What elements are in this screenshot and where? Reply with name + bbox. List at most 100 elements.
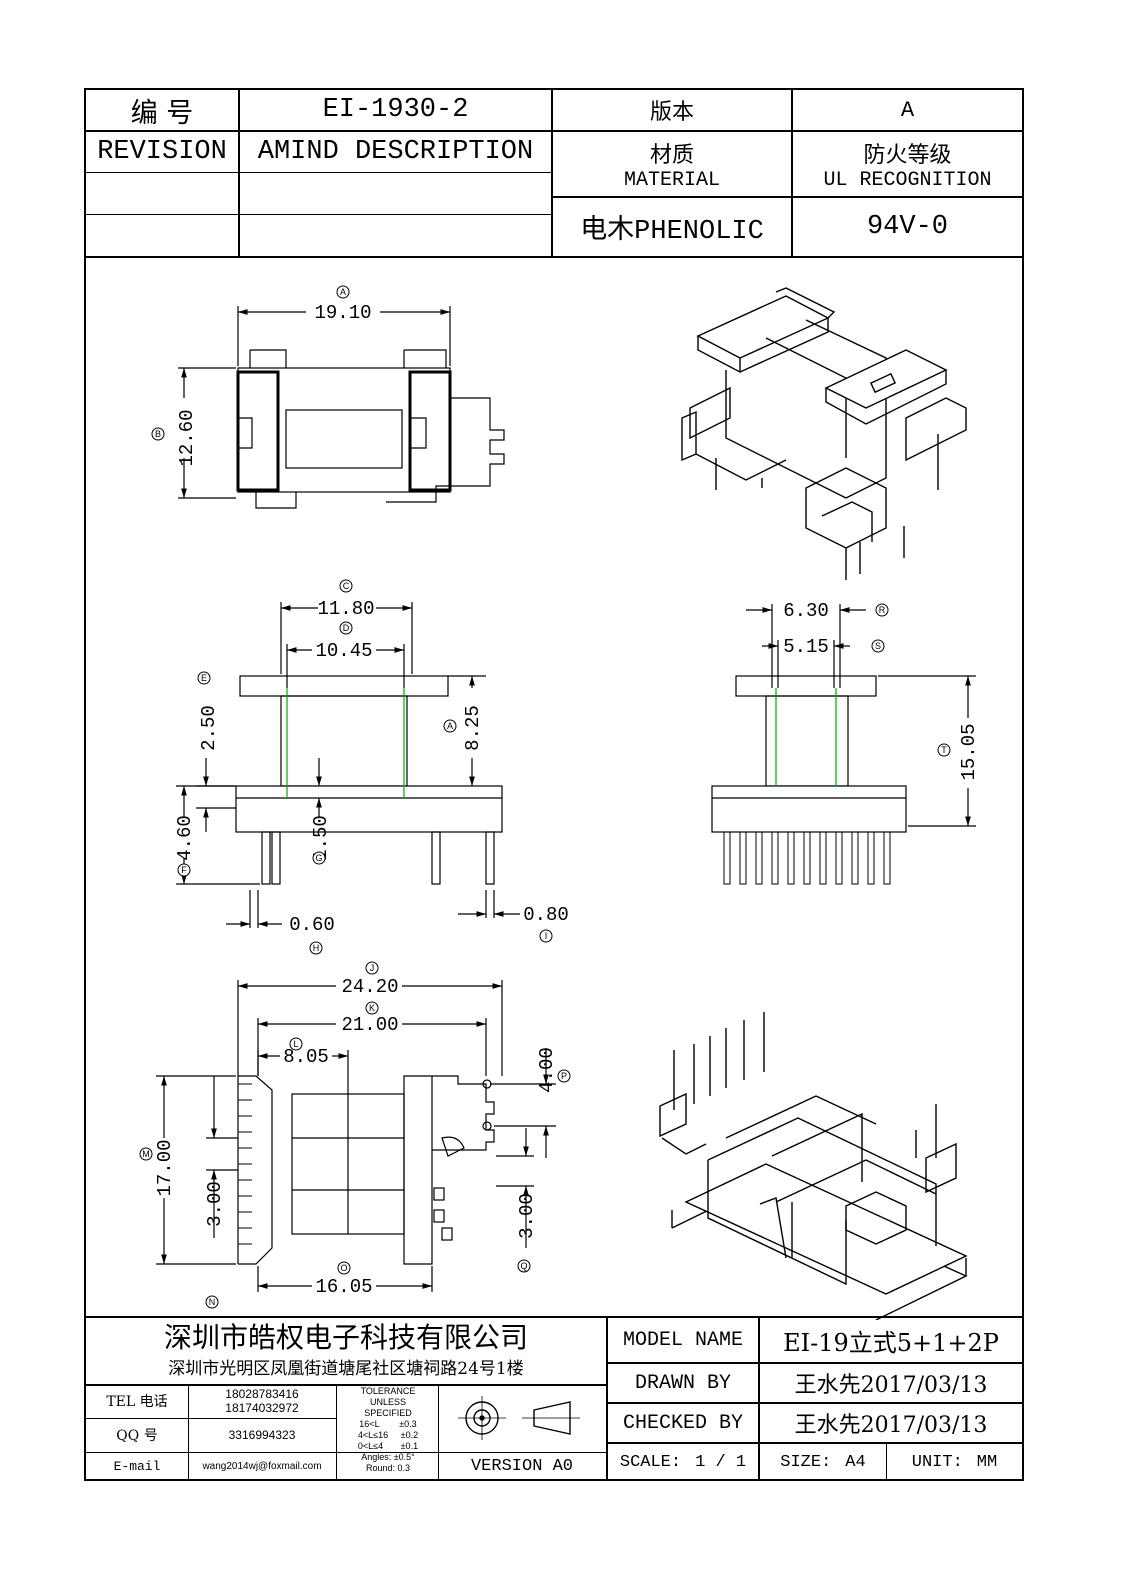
svg-text:P: P (561, 1071, 567, 1081)
dim-text-u: 16.05 (315, 1276, 372, 1298)
svg-text:B: B (155, 429, 161, 439)
dim-text-m: 15.05 (958, 723, 980, 780)
bottom-view (237, 1075, 495, 1265)
tolerance-line: 4<L≤16 ±0.2 (357, 1430, 419, 1440)
callout-b: B (151, 427, 165, 441)
callout-m: M (139, 1147, 153, 1161)
email-label: E-mail (113, 1459, 161, 1474)
dim-text-b: 12.60 (176, 409, 198, 466)
dim-text-q: 4.00 (536, 1047, 558, 1093)
dimension-j (458, 890, 520, 918)
tel-values: 18028783416 18174032972 (188, 1384, 336, 1418)
title-block: 深圳市皓权电子科技有限公司 深圳市光明区凤凰街道塘尾社区塘祠路24号1楼 TEL… (86, 1316, 1022, 1481)
ul-header: 防火等级 UL RECOGNITION (793, 132, 1022, 196)
version-label: VERSION A0 (470, 1457, 574, 1476)
ul-label-en: UL RECOGNITION (823, 168, 992, 192)
model-name-label: MODEL NAME (622, 1328, 744, 1352)
callout-d: D (339, 621, 353, 635)
dimension-q (490, 1048, 556, 1158)
dimension-n (237, 980, 503, 1076)
dim-text-p: 8.05 (283, 1046, 329, 1068)
tolerance-table: TOLERANCE UNLESS SPECIFIED 16<L ±0.3 4<L… (338, 1386, 438, 1481)
callout-e: E (197, 671, 211, 685)
tolerance-line: Round: 0.3 (365, 1463, 411, 1473)
callout-i: I (539, 929, 553, 943)
material-value: 电木PHENOLIC (580, 217, 764, 247)
isometric-view-top (681, 287, 967, 580)
dimension-l (762, 640, 850, 688)
dimension-i (226, 890, 282, 928)
callout-t: T (937, 743, 951, 757)
front-view-green-guides (286, 688, 405, 798)
drawn-by-value: 王水先2017/03/13 (794, 1373, 988, 1398)
dimension-e (196, 758, 236, 832)
revision-label: REVISION (97, 137, 227, 167)
drawing-sheet: 编 号 EI-1930-2 版本 A REVISION AMIND DESCRI… (84, 88, 1024, 1481)
side-view (711, 675, 907, 885)
callout-q: Q (517, 1259, 531, 1273)
svg-text:C: C (343, 581, 350, 591)
dim-text-k: 6.30 (783, 600, 829, 622)
svg-text:I: I (545, 931, 548, 941)
tolerance-line: Angles: ±0.5° (361, 1452, 415, 1462)
callout-a: A (336, 285, 350, 299)
number-label: 编 号 (130, 97, 194, 129)
dim-text-f: 8.25 (462, 705, 484, 751)
tolerance-line: 16<L ±0.3 (359, 1419, 417, 1429)
checked-by-label: CHECKED BY (622, 1411, 744, 1435)
dimension-c (280, 602, 413, 674)
company-address: 深圳市光明区凤凰街道塘尾社区塘祠路24号1楼 (168, 1358, 524, 1379)
dim-text-e: 2.50 (198, 705, 220, 751)
ul-label-cn: 防火等级 (863, 142, 952, 168)
dimension-b (178, 367, 236, 499)
version-label: 版本 (649, 100, 694, 125)
callout-n: N (205, 1295, 219, 1309)
unit-label: UNIT: (911, 1453, 963, 1472)
amind-description-label: AMIND DESCRIPTION (257, 137, 534, 167)
dim-text-r: 17.00 (154, 1139, 176, 1196)
svg-text:A: A (447, 721, 453, 731)
dim-text-c: 11.80 (317, 598, 374, 620)
svg-text:E: E (201, 673, 207, 683)
isometric-view-bottom (659, 1012, 968, 1320)
material-header: 材质 MATERIAL (553, 132, 791, 196)
dimension-m (878, 675, 976, 827)
dimension-s (206, 1076, 238, 1238)
version-value: A (900, 97, 915, 123)
svg-text:S: S (875, 641, 881, 651)
header-table: 编 号 EI-1930-2 版本 A REVISION AMIND DESCRI… (86, 90, 1022, 258)
material-label-cn: 材质 (649, 142, 694, 168)
callout-k: K (365, 1001, 379, 1015)
unit-field: UNIT: MM (887, 1444, 1022, 1481)
svg-text:F: F (181, 865, 187, 875)
callout-p: P (557, 1069, 571, 1083)
top-view (236, 349, 505, 509)
dim-text-s: 3.00 (204, 1181, 226, 1227)
dim-text-g: 4.60 (174, 815, 196, 861)
tolerance-line: SPECIFIED (364, 1408, 412, 1418)
svg-text:Q: Q (520, 1261, 527, 1271)
dimension-t (496, 1128, 534, 1248)
unit-value: MM (976, 1453, 998, 1472)
svg-text:J: J (370, 963, 375, 973)
tel-label: TEL 电话 (106, 1394, 168, 1410)
qq-value: 3316994323 (228, 1428, 296, 1442)
callout-l: L (289, 1037, 303, 1051)
dimension-p (257, 1050, 349, 1094)
svg-text:O: O (340, 1263, 347, 1273)
svg-text:N: N (209, 1297, 216, 1307)
size-label: SIZE: (780, 1453, 832, 1472)
dimension-d (286, 644, 405, 688)
material-label-en: MATERIAL (623, 168, 720, 192)
scale-label: SCALE: (619, 1453, 682, 1472)
drawn-by-label: DRAWN BY (634, 1371, 731, 1395)
scale-field: SCALE: 1 / 1 (608, 1444, 758, 1481)
email-value: wang2014wj@foxmail.com (202, 1461, 322, 1472)
dim-text-h: 1.50 (310, 815, 332, 861)
qq-label: QQ 号 (116, 1428, 158, 1444)
dimension-a (237, 306, 451, 366)
dimension-f (448, 675, 486, 786)
technical-drawing: 19.10 12.60 11.80 10.45 2.50 8.25 4.60 1… (139, 285, 980, 1320)
tolerance-line: TOLERANCE (360, 1386, 416, 1396)
projection-symbol-icon (458, 1396, 580, 1440)
